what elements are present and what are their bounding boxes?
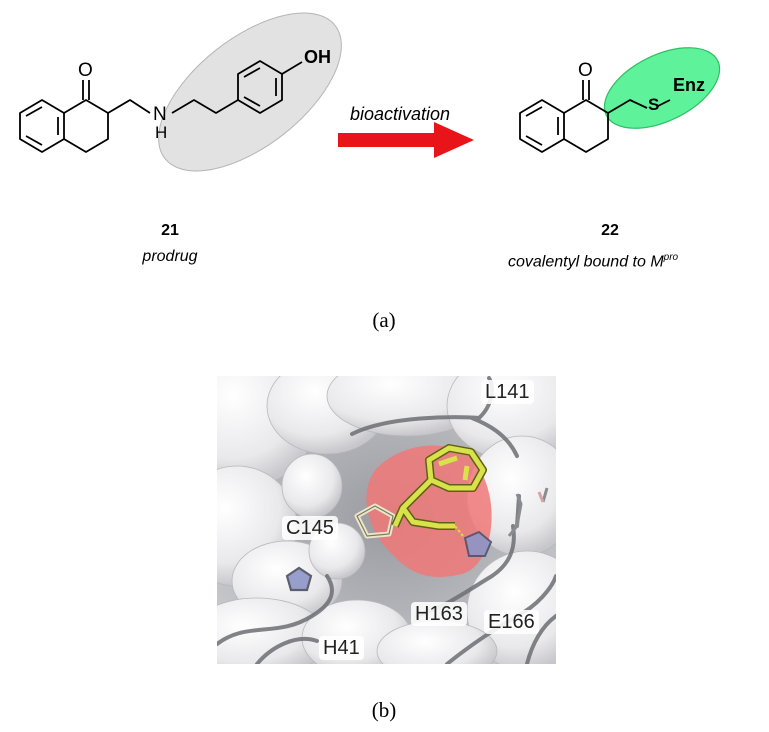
prodrug-group-highlight [158,12,342,172]
arrow-label: bioactivation [350,104,451,124]
compound-21-description: prodrug [142,248,198,265]
residue-label-h163: H163 [411,602,467,626]
ligand-molecule [391,444,487,530]
compound-21-number: 21 [161,222,179,239]
enz-label: Enz [673,75,706,95]
reaction-scheme [19,12,721,172]
atom-oh-21: OH [304,47,331,67]
reaction-arrow [338,122,474,158]
compound-22-structure [519,80,671,153]
docking-image [217,376,556,664]
residue-label-h41: H41 [319,636,364,660]
compound-22-description: covalentyl bound to Mpro [508,252,679,271]
panel-a-label: (a) [372,308,396,332]
atom-o-22: O [578,60,593,81]
residue-label-e166: E166 [484,610,539,634]
panel-b-label: (b) [371,698,397,722]
binding-pocket [366,445,492,577]
atom-h-21: H [155,123,168,142]
compound-22-number: 22 [601,222,619,239]
residue-label-l141: L141 [481,380,534,404]
atom-o-21: O [78,60,93,81]
atom-s-22: S [648,95,660,114]
compound-21-structure [19,60,303,153]
residue-label-c145: C145 [282,516,338,540]
enzyme-highlight [603,47,721,129]
atom-n-21: N [153,104,167,125]
